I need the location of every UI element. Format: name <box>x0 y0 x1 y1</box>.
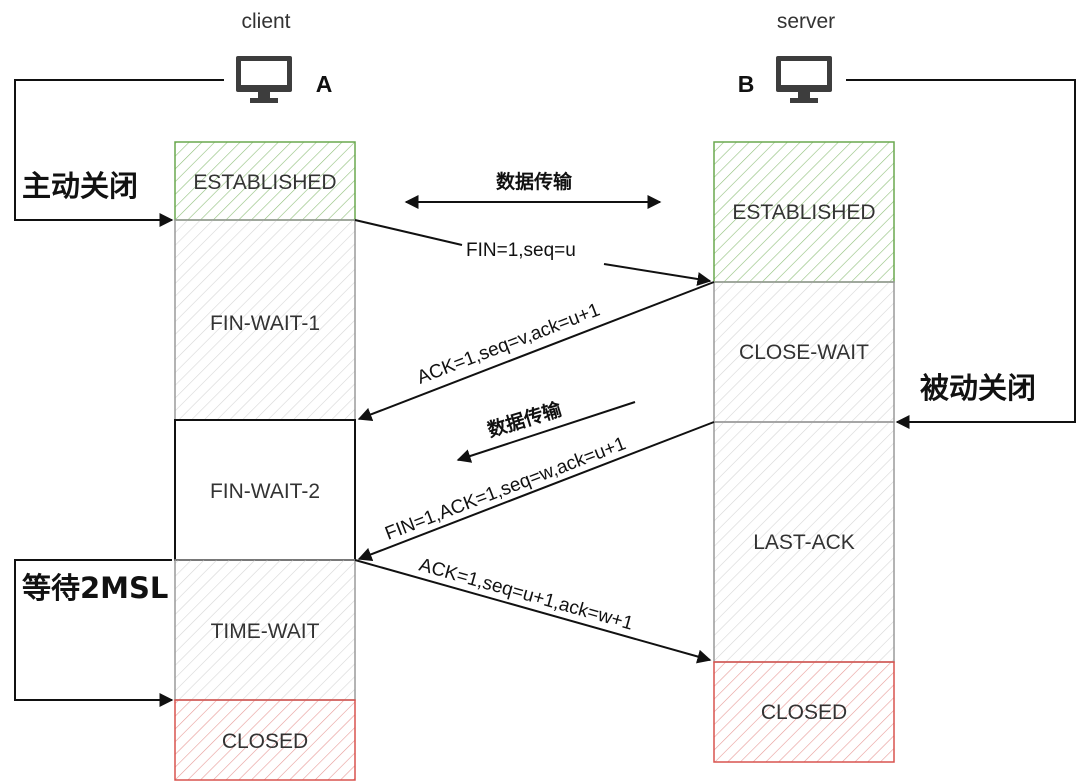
fin2-label: FIN=1,ACK=1,seq=w,ack=u+1 <box>382 433 629 544</box>
server-state-label: ESTABLISHED <box>732 201 875 224</box>
monitor-icon <box>776 56 832 103</box>
ack1-arrow <box>357 281 715 421</box>
active-close-label: 主动关闭 <box>22 169 138 203</box>
wait-2msl-connector <box>14 559 174 707</box>
client-state-label: FIN-WAIT-1 <box>210 312 320 335</box>
wait-2msl-label: 等待2MSL <box>22 571 168 605</box>
client-state-column: ESTABLISHED FIN-WAIT-1 FIN-WAIT-2 TIME-W… <box>174 141 356 781</box>
client-label: client <box>241 10 290 33</box>
fin1-label: FIN=1,seq=u <box>466 240 576 261</box>
ack1-label: ACK=1,seq=v,ack=u+1 <box>414 300 603 389</box>
client-state-label: FIN-WAIT-2 <box>210 480 320 503</box>
server-letter: B <box>738 71 755 97</box>
fin1-arrow <box>354 219 463 246</box>
server-state-close-wait <box>713 281 895 423</box>
data-transfer-mid-label: 数据传输 <box>485 397 565 442</box>
server-state-label: LAST-ACK <box>753 531 855 554</box>
server-state-established <box>713 141 895 283</box>
client-state-closed <box>174 699 356 781</box>
client-state-established <box>174 141 356 221</box>
data-transfer-mid-arrow <box>456 401 636 463</box>
data-transfer-top-label: 数据传输 <box>496 170 573 193</box>
monitor-icon <box>236 56 292 103</box>
ack2-arrow <box>354 559 712 664</box>
client-state-label: CLOSED <box>222 730 308 753</box>
passive-close-connector <box>846 79 1076 429</box>
client-state-fin-wait-1 <box>174 219 356 421</box>
active-close-connector <box>14 79 224 227</box>
server-state-label: CLOSED <box>761 701 847 724</box>
client-letter: A <box>316 71 333 97</box>
fin1-arrow-tail <box>603 263 712 286</box>
server-state-column: ESTABLISHED CLOSE-WAIT LAST-ACK CLOSED <box>713 141 895 763</box>
server-state-closed <box>713 661 895 763</box>
client-state-time-wait <box>174 559 356 701</box>
server-label: server <box>777 10 835 33</box>
client-state-fin-wait-2 <box>174 419 356 561</box>
passive-close-label: 被动关闭 <box>920 371 1036 405</box>
client-state-label: ESTABLISHED <box>193 171 336 194</box>
server-state-label: CLOSE-WAIT <box>739 341 869 364</box>
fin2-arrow <box>357 421 715 561</box>
client-state-label: TIME-WAIT <box>211 620 320 643</box>
ack2-label: ACK=1,seq=u+1,ack=w+1 <box>417 555 636 635</box>
